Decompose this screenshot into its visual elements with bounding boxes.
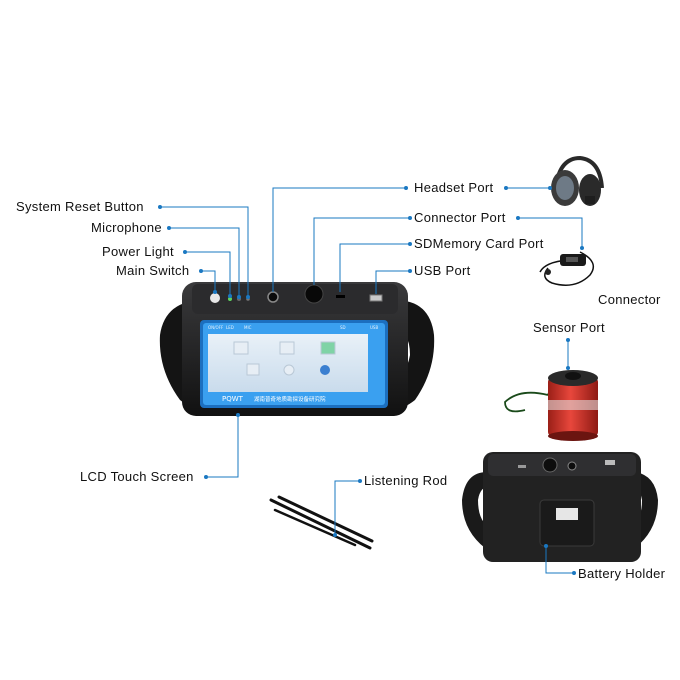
brand-label: PQWT	[222, 395, 244, 403]
label-listening-rod: Listening Rod	[364, 473, 448, 488]
usb-port	[369, 294, 383, 302]
label-connector: Connector	[598, 292, 661, 307]
leader-lcd	[206, 415, 239, 478]
brand-subtitle: 湖南普奇地质勘探设备研究院	[254, 395, 326, 403]
label-system-reset-button: System Reset Button	[16, 199, 144, 214]
label-power-light: Power Light	[102, 244, 174, 259]
leader-sd-port	[339, 243, 410, 292]
label-microphone: Microphone	[91, 220, 162, 235]
connector-port	[304, 284, 324, 304]
top-panel	[192, 284, 398, 314]
listening-rod-image	[269, 495, 374, 550]
leader-listening-rod	[334, 480, 360, 535]
headset-port	[267, 291, 279, 303]
main-device: ON/OFF LED MIC SD USB PQWT 湖南普奇地质勘探设备研究院	[159, 282, 435, 416]
label-battery-holder: Battery Holder	[578, 566, 666, 581]
leader-power-light	[185, 251, 231, 296]
label-lcd-touch-screen: LCD Touch Screen	[80, 469, 194, 484]
frame-label-usb: USB	[370, 325, 378, 330]
sd-slot	[336, 295, 345, 298]
leader-system-reset	[160, 206, 249, 297]
frame-label-led: LED	[226, 325, 234, 330]
label-connector-port: Connector Port	[414, 210, 506, 225]
label-main-switch: Main Switch	[116, 263, 190, 278]
leader-connector-port	[313, 217, 410, 285]
leader-usb-port	[375, 270, 410, 294]
app-icon-3	[320, 341, 336, 355]
frame-label-mic: MIC	[244, 325, 252, 330]
leader-battery-holder	[545, 546, 574, 574]
main-switch-button	[210, 293, 220, 303]
leader-dots	[158, 186, 584, 575]
leader-main-switch	[201, 270, 216, 292]
app-icon-1	[233, 341, 249, 355]
power-light	[228, 297, 232, 301]
app-icon-5	[283, 364, 295, 376]
label-sensor-port: Sensor Port	[533, 320, 605, 335]
frame-label-onoff: ON/OFF	[208, 325, 224, 330]
label-headset-port: Headset Port	[414, 180, 494, 195]
app-icon-2	[279, 341, 295, 355]
device-back-image	[462, 452, 658, 562]
headset-image	[551, 155, 604, 206]
label-sdmemory-card-port: SDMemory Card Port	[414, 236, 544, 251]
connector-image	[539, 251, 595, 286]
leader-microphone	[169, 227, 240, 297]
app-icon-4	[246, 363, 260, 376]
leader-lines	[160, 187, 583, 574]
frame-label-sd: SD	[340, 325, 346, 330]
label-usb-port: USB Port	[414, 263, 471, 278]
sensor-image	[504, 370, 598, 441]
leader-headset-port	[272, 187, 406, 292]
app-icon-6	[320, 365, 330, 375]
